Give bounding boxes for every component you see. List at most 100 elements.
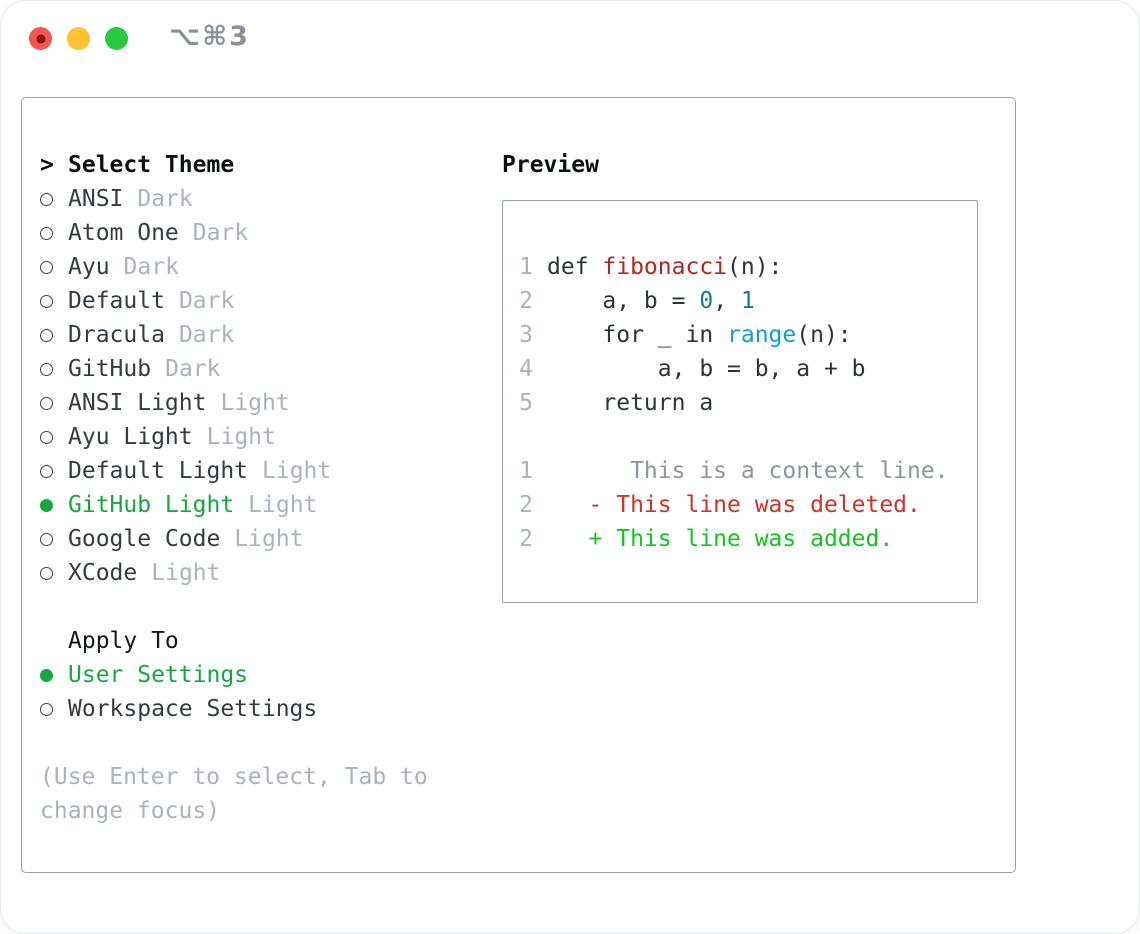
- code-token: range: [727, 322, 797, 348]
- hint-line: (Use Enter to select, Tab to: [40, 764, 428, 790]
- select-theme-title: Select Theme: [68, 152, 235, 178]
- theme-option[interactable]: Google Code Light: [40, 522, 428, 556]
- preview-line: 2 - This line was deleted.: [519, 488, 977, 522]
- select-theme-header: > Select Theme: [40, 148, 428, 182]
- code-text: def fibonacci(n):: [547, 250, 782, 284]
- preview-line: 1 def fibonacci(n):: [519, 250, 977, 284]
- code-token: def: [547, 254, 603, 280]
- theme-picker-column: > Select Theme ANSI Dark Atom One Dark A…: [40, 148, 428, 828]
- code-token: (n):: [796, 322, 852, 348]
- radio-icon: [40, 362, 53, 376]
- theme-name: ANSI Light: [68, 390, 207, 416]
- title-bar: ⌥⌘3: [1, 1, 1139, 76]
- theme-option[interactable]: GitHub Light Light: [40, 488, 428, 522]
- radio-icon: [40, 702, 53, 716]
- theme-variant-label: Light: [220, 390, 290, 416]
- theme-option[interactable]: Default Light Light: [40, 454, 428, 488]
- radio-icon: [40, 396, 53, 410]
- preview-line: [519, 420, 977, 454]
- zoom-button[interactable]: [105, 27, 128, 50]
- keyboard-hint: (Use Enter to select, Tab to change focus…: [40, 760, 428, 828]
- theme-list: ANSI Dark Atom One Dark Ayu Dark Default…: [40, 182, 428, 590]
- theme-picker-panel: > Select Theme ANSI Dark Atom One Dark A…: [21, 97, 1016, 873]
- theme-variant-label: Dark: [165, 356, 221, 382]
- hint-line: change focus): [40, 798, 221, 824]
- code-token: 0: [699, 288, 714, 314]
- theme-variant-label: Dark: [137, 186, 193, 212]
- apply-to-option[interactable]: User Settings: [40, 658, 428, 692]
- prompt-caret-icon: >: [40, 152, 54, 178]
- code-text: + This line was added.: [547, 522, 894, 556]
- theme-name: Dracula: [68, 322, 165, 348]
- theme-name: XCode: [68, 560, 138, 586]
- theme-variant-label: Dark: [123, 254, 179, 280]
- theme-name: GitHub: [68, 356, 152, 382]
- theme-option[interactable]: GitHub Dark: [40, 352, 428, 386]
- code-token: 1: [740, 288, 755, 314]
- preview-line: 5 return a: [519, 386, 977, 420]
- preview-column: Preview 1 def fibonacci(n): 2 a, b = 0, …: [502, 148, 978, 603]
- theme-option[interactable]: Dracula Dark: [40, 318, 428, 352]
- line-number: 1: [519, 254, 533, 280]
- line-number: 3: [519, 322, 533, 348]
- theme-name: Ayu Light: [68, 424, 193, 450]
- theme-option[interactable]: Default Dark: [40, 284, 428, 318]
- window-title-shortcut: ⌥⌘3: [169, 21, 250, 52]
- line-number: 5: [519, 390, 533, 416]
- line-number: 2: [519, 492, 533, 518]
- theme-variant-label: Dark: [178, 322, 235, 348]
- theme-option[interactable]: Ayu Dark: [40, 250, 428, 284]
- apply-to-title: Apply To: [68, 628, 179, 654]
- apply-to-header: Apply To: [40, 624, 428, 658]
- theme-option[interactable]: Atom One Dark: [40, 216, 428, 250]
- theme-name: Google Code: [68, 526, 221, 552]
- apply-to-name: User Settings: [68, 662, 249, 688]
- code-text: This is a context line.: [547, 454, 949, 488]
- spacer: [40, 726, 428, 760]
- code-token: This is a context line.: [547, 458, 949, 484]
- preview-box: 1 def fibonacci(n): 2 a, b = 0, 1 3 for …: [502, 200, 978, 603]
- radio-icon: [40, 226, 53, 240]
- code-token: return a: [547, 390, 714, 416]
- theme-option[interactable]: ANSI Dark: [40, 182, 428, 216]
- code-token: a, b =: [547, 288, 700, 314]
- code-token: a, b = b, a + b: [547, 356, 866, 382]
- radio-icon: [40, 294, 53, 308]
- preview-title: Preview: [502, 152, 599, 178]
- apply-to-list: User Settings Workspace Settings: [40, 658, 428, 726]
- radio-icon: [40, 498, 53, 512]
- theme-name: GitHub Light: [68, 492, 235, 518]
- theme-variant-label: Dark: [178, 288, 235, 314]
- code-text: a, b = 0, 1: [547, 284, 755, 318]
- preview-line: 2 + This line was added.: [519, 522, 977, 556]
- line-number: 2: [519, 526, 533, 552]
- line-number: 4: [519, 356, 533, 382]
- code-text: for _ in range(n):: [547, 318, 852, 352]
- theme-option[interactable]: Ayu Light Light: [40, 420, 428, 454]
- apply-to-name: Workspace Settings: [68, 696, 318, 722]
- radio-icon: [40, 566, 53, 580]
- close-button[interactable]: [29, 27, 52, 50]
- radio-icon: [40, 430, 53, 444]
- code-text: - This line was deleted.: [547, 488, 921, 522]
- code-text: a, b = b, a + b: [547, 352, 866, 386]
- record-dot-icon: [36, 34, 45, 43]
- code-token: ,: [713, 288, 741, 314]
- theme-name: Default Light: [68, 458, 249, 484]
- theme-variant-label: Dark: [192, 220, 249, 246]
- apply-to-option[interactable]: Workspace Settings: [40, 692, 428, 726]
- code-text: return a: [547, 386, 713, 420]
- preview-line: 1 This is a context line.: [519, 454, 977, 488]
- theme-name: ANSI: [68, 186, 124, 212]
- theme-option[interactable]: ANSI Light Light: [40, 386, 428, 420]
- minimize-button[interactable]: [67, 27, 90, 50]
- code-token: + This line was added.: [547, 526, 894, 552]
- theme-variant-label: Light: [151, 560, 221, 586]
- code-token: (n):: [727, 254, 783, 280]
- radio-icon: [40, 260, 53, 274]
- theme-name: Atom One: [68, 220, 179, 246]
- code-token: for _ in: [547, 322, 728, 348]
- code-token: - This line was deleted.: [547, 492, 921, 518]
- theme-option[interactable]: XCode Light: [40, 556, 428, 590]
